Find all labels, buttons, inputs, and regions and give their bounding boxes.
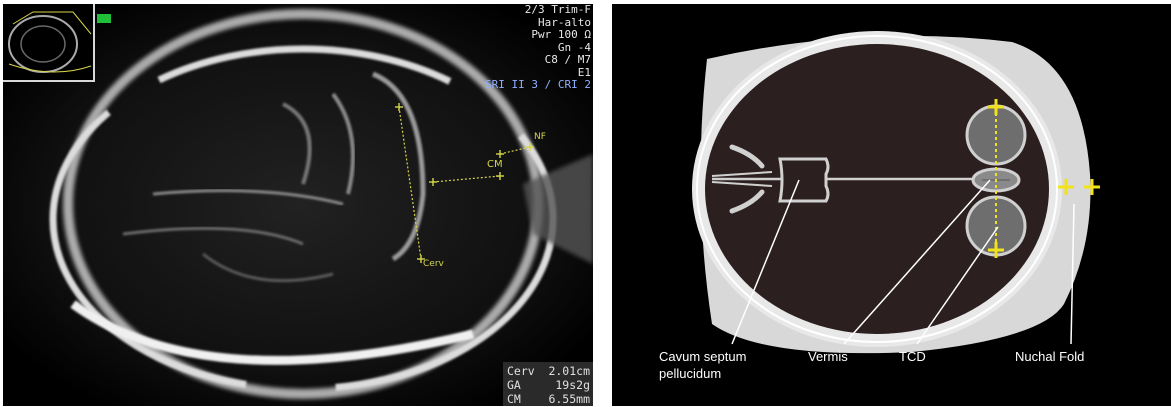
measurement-value: 2.01cm	[548, 364, 590, 378]
ultrasound-image: 2/3 Trim-F Har-alto Pwr 100 Ω Gn -4 C8 /…	[3, 4, 593, 406]
brain-diagram: Cavum septum pellucidum Vermis TCD Nucha…	[612, 4, 1110, 406]
label-line: Cavum septum	[659, 348, 746, 365]
caliper-label-cm: CM	[487, 159, 503, 170]
thumbnail-preview	[3, 4, 95, 82]
cavum-septum-pellucidum	[780, 159, 828, 201]
setting-line: C8 / M7	[485, 54, 591, 67]
caliper-label-nf: NF	[534, 132, 546, 142]
scanner-settings: 2/3 Trim-F Har-alto Pwr 100 Ω Gn -4 C8 /…	[485, 4, 591, 92]
measurement-row: CM 6.55mm	[507, 392, 590, 406]
measurement-box: Cerv 2.01cm GA 19s2g CM 6.55mm	[503, 362, 593, 406]
right-background	[1110, 4, 1171, 406]
setting-line: Pwr 100 Ω	[485, 29, 591, 42]
setting-line: SRI II 3 / CRI 2	[485, 79, 591, 92]
label-nuchal-fold: Nuchal Fold	[1015, 348, 1084, 365]
label-tcd: TCD	[899, 348, 926, 365]
measurement-value: 19s2g	[555, 378, 590, 392]
measurement-label: CM	[507, 392, 521, 406]
brain-diagram-graphic	[612, 4, 1110, 406]
measurement-label: Cerv	[507, 364, 535, 378]
measurement-label: GA	[507, 378, 521, 392]
setting-line: 2/3 Trim-F	[485, 4, 591, 17]
measurement-row: Cerv 2.01cm	[507, 364, 590, 378]
status-indicator-icon	[97, 14, 111, 23]
caliper-label-cerv: Cerv	[423, 259, 444, 269]
label-vermis: Vermis	[808, 348, 848, 365]
measurement-row: GA 19s2g	[507, 378, 590, 392]
label-cavum-septum-pellucidum: Cavum septum pellucidum	[659, 348, 746, 382]
label-line: pellucidum	[659, 365, 746, 382]
measurement-value: 6.55mm	[548, 392, 590, 406]
